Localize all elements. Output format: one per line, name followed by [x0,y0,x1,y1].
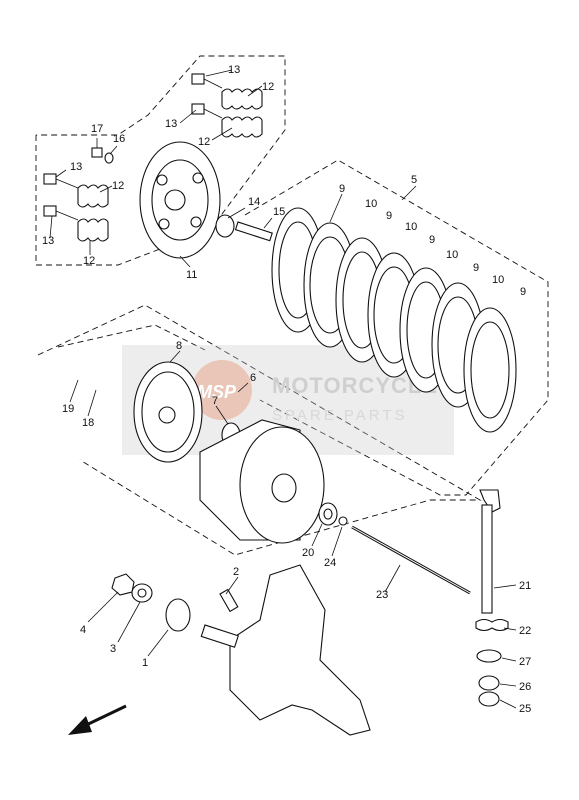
callout-15: 15 [273,206,285,218]
callout-9: 9 [520,286,526,298]
thrust-washer-and-ball [318,502,348,526]
primary-driven-gear [133,361,203,463]
spring-bolt-set [43,73,263,242]
callout-22: 22 [519,625,531,637]
callout-11: 11 [186,269,197,281]
callout-13: 13 [70,161,82,173]
push-lever-assembly [475,489,509,707]
callout-5: 5 [411,174,417,186]
callout-13: 13 [165,118,177,130]
callout-18: 18 [82,417,94,429]
callout-23: 23 [376,589,388,601]
front-direction-arrow-icon [68,704,127,735]
callout-labels: 13 12 13 12 17 16 13 12 13 12 11 14 15 5… [42,64,531,715]
callout-9: 9 [429,234,435,246]
callout-12: 12 [112,180,124,192]
crankshaft [165,564,371,736]
clutch-plate-stack [271,207,517,433]
callout-24: 24 [324,557,336,569]
callout-7: 7 [212,395,218,407]
bolt-icon [43,73,223,221]
callout-9: 9 [339,183,345,195]
small-fasteners [91,147,273,242]
callout-12: 12 [198,136,210,148]
clutch-housing [199,419,325,544]
push-rod [351,525,471,595]
watermark-subtitle: SPARE PARTS [272,407,408,424]
callout-4: 4 [80,624,86,636]
callout-10: 10 [365,198,377,210]
callout-10: 10 [405,221,417,233]
callout-10: 10 [446,249,458,261]
callout-21: 21 [519,580,531,592]
callout-14: 14 [248,196,260,208]
leader-lines [49,69,517,709]
callout-13: 13 [42,235,54,247]
callout-3: 3 [110,643,116,655]
watermark-logo-text: MSP [197,382,237,402]
callout-10: 10 [492,274,504,286]
callout-19: 19 [62,403,74,415]
group-outlines [35,55,549,556]
callout-25: 25 [519,703,531,715]
callout-26: 26 [519,681,531,693]
callout-17: 17 [91,123,103,135]
callout-9: 9 [473,262,479,274]
spring-icon [77,88,263,242]
callout-8: 8 [176,340,182,352]
callout-9: 9 [386,210,392,222]
callout-27: 27 [519,656,531,668]
callout-16: 16 [113,133,125,145]
callout-1: 1 [142,657,148,669]
callout-13: 13 [228,64,240,76]
callout-12: 12 [83,255,95,267]
callout-20: 20 [302,547,314,559]
callout-2: 2 [233,566,239,578]
callout-6: 6 [250,372,256,384]
watermark-logo-icon [192,360,252,420]
callout-12: 12 [262,81,274,93]
pressure-plate [139,141,221,259]
nut-and-washer [111,573,153,603]
